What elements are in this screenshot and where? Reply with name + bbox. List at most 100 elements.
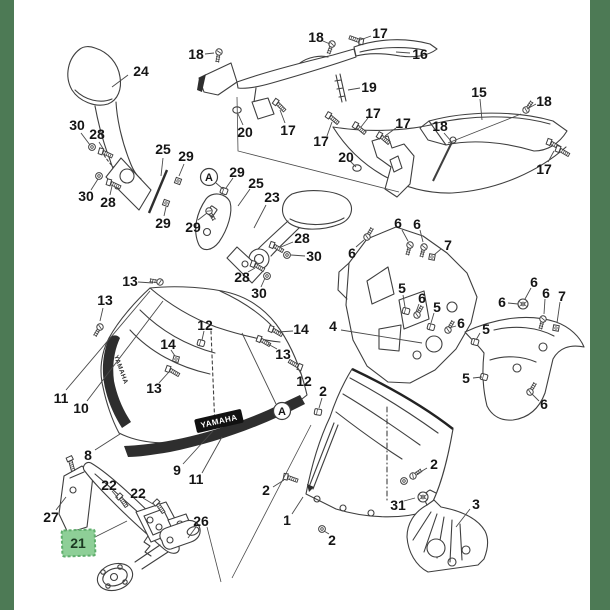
part-label-20: 20 (237, 124, 253, 140)
part-label-22: 22 (101, 477, 117, 493)
leader-line (556, 301, 561, 324)
part-label-6: 6 (540, 396, 548, 412)
part-label-6: 6 (394, 215, 402, 231)
left-mirror-part-24 (67, 46, 152, 211)
leader-line (360, 117, 369, 128)
part-label-29: 29 (185, 219, 201, 235)
leader-line (543, 298, 546, 315)
leader-line (323, 530, 330, 535)
leader-line (547, 150, 555, 163)
leader-line (99, 307, 104, 322)
part-label-28: 28 (100, 194, 116, 210)
leader-line (340, 329, 423, 344)
callout-letter-A: A (205, 172, 213, 184)
windscreen-part-1 (281, 367, 454, 533)
leader-line (92, 520, 128, 539)
part-label-12: 12 (197, 317, 213, 333)
leader-line (111, 74, 129, 88)
part-label-27: 27 (43, 509, 59, 525)
highlighted-part-label-21: 21 (70, 535, 86, 551)
part-label-30: 30 (78, 188, 94, 204)
leader-line (204, 52, 215, 55)
leader-line (253, 204, 267, 229)
construction-lines (206, 96, 522, 583)
part-label-22: 22 (130, 485, 146, 501)
leader-line (267, 343, 278, 350)
leader-line (507, 302, 519, 305)
part-label-3: 3 (472, 496, 480, 512)
leader-line (182, 430, 214, 465)
callout-letter-A: A (278, 406, 286, 418)
part-label-18: 18 (308, 29, 324, 45)
front-upper-cowl-part-8: YAMAHA YAMAHA (91, 276, 308, 457)
upper-cowl-stay-parts-16-17-18-19-20 (197, 39, 567, 198)
highlight-mark-21 (60, 528, 97, 558)
leader-line (197, 212, 208, 221)
left-green-stripe (0, 0, 14, 610)
leader-line (170, 349, 176, 357)
leader-line (201, 330, 205, 341)
leader-line (160, 157, 164, 177)
leader-line (455, 508, 471, 528)
leader-line (55, 496, 67, 511)
part-label-15: 15 (471, 84, 487, 100)
leader-line (290, 254, 306, 257)
leader-line (448, 325, 457, 329)
leader-line (524, 287, 532, 300)
part-label-6: 6 (418, 290, 426, 306)
part-label-13: 13 (122, 273, 138, 289)
leader-line (272, 479, 285, 488)
part-label-7: 7 (558, 288, 566, 304)
leader-line (260, 277, 266, 288)
part-label-29: 29 (178, 148, 194, 164)
part-label-2: 2 (430, 456, 438, 472)
part-label-14: 14 (293, 321, 309, 337)
part-label-29: 29 (155, 215, 171, 231)
leader-line (395, 51, 411, 54)
leader-line (526, 103, 537, 110)
leader-line (297, 367, 302, 375)
part-label-7: 7 (444, 237, 452, 253)
part-label-4: 4 (329, 318, 337, 334)
leader-line (86, 300, 164, 402)
leader-line (65, 290, 151, 391)
right-green-stripe (590, 0, 610, 610)
part-label-5: 5 (398, 280, 406, 296)
leader-line (355, 239, 365, 248)
leader-line (326, 121, 333, 137)
right-mirror-part-23-and-bracket-25 (195, 186, 353, 284)
leader-line (237, 188, 251, 207)
leader-line (531, 393, 540, 402)
part-label-5: 5 (462, 370, 470, 386)
part-label-8: 8 (84, 447, 92, 463)
leader-line (322, 40, 331, 45)
leader-line (384, 127, 397, 137)
leader-line (142, 497, 154, 505)
part-label-5: 5 (433, 299, 441, 315)
leader-line (415, 303, 420, 313)
part-label-6: 6 (542, 285, 550, 301)
part-label-14: 14 (160, 336, 176, 352)
leader-line (443, 132, 452, 142)
part-label-30: 30 (306, 248, 322, 264)
part-label-17: 17 (372, 25, 388, 41)
leader-line (318, 397, 323, 409)
part-label-28: 28 (89, 126, 105, 142)
part-label-23: 23 (264, 189, 280, 205)
yamaha-badge: YAMAHA (194, 409, 244, 433)
part-label-6: 6 (457, 315, 465, 331)
part-label-30: 30 (69, 117, 85, 133)
leader-line (80, 132, 91, 146)
leader-line (433, 248, 442, 256)
part-label-28: 28 (234, 269, 250, 285)
leader-line (187, 526, 197, 539)
leader-line (163, 206, 167, 217)
part-label-10: 10 (73, 400, 89, 416)
leader-line (402, 294, 406, 308)
stay-assembly-parts-21-22-26-27 (58, 454, 201, 592)
leader-line (225, 177, 234, 189)
headlight-stay-panel-part-4 (337, 225, 585, 421)
leader-line (479, 98, 483, 121)
